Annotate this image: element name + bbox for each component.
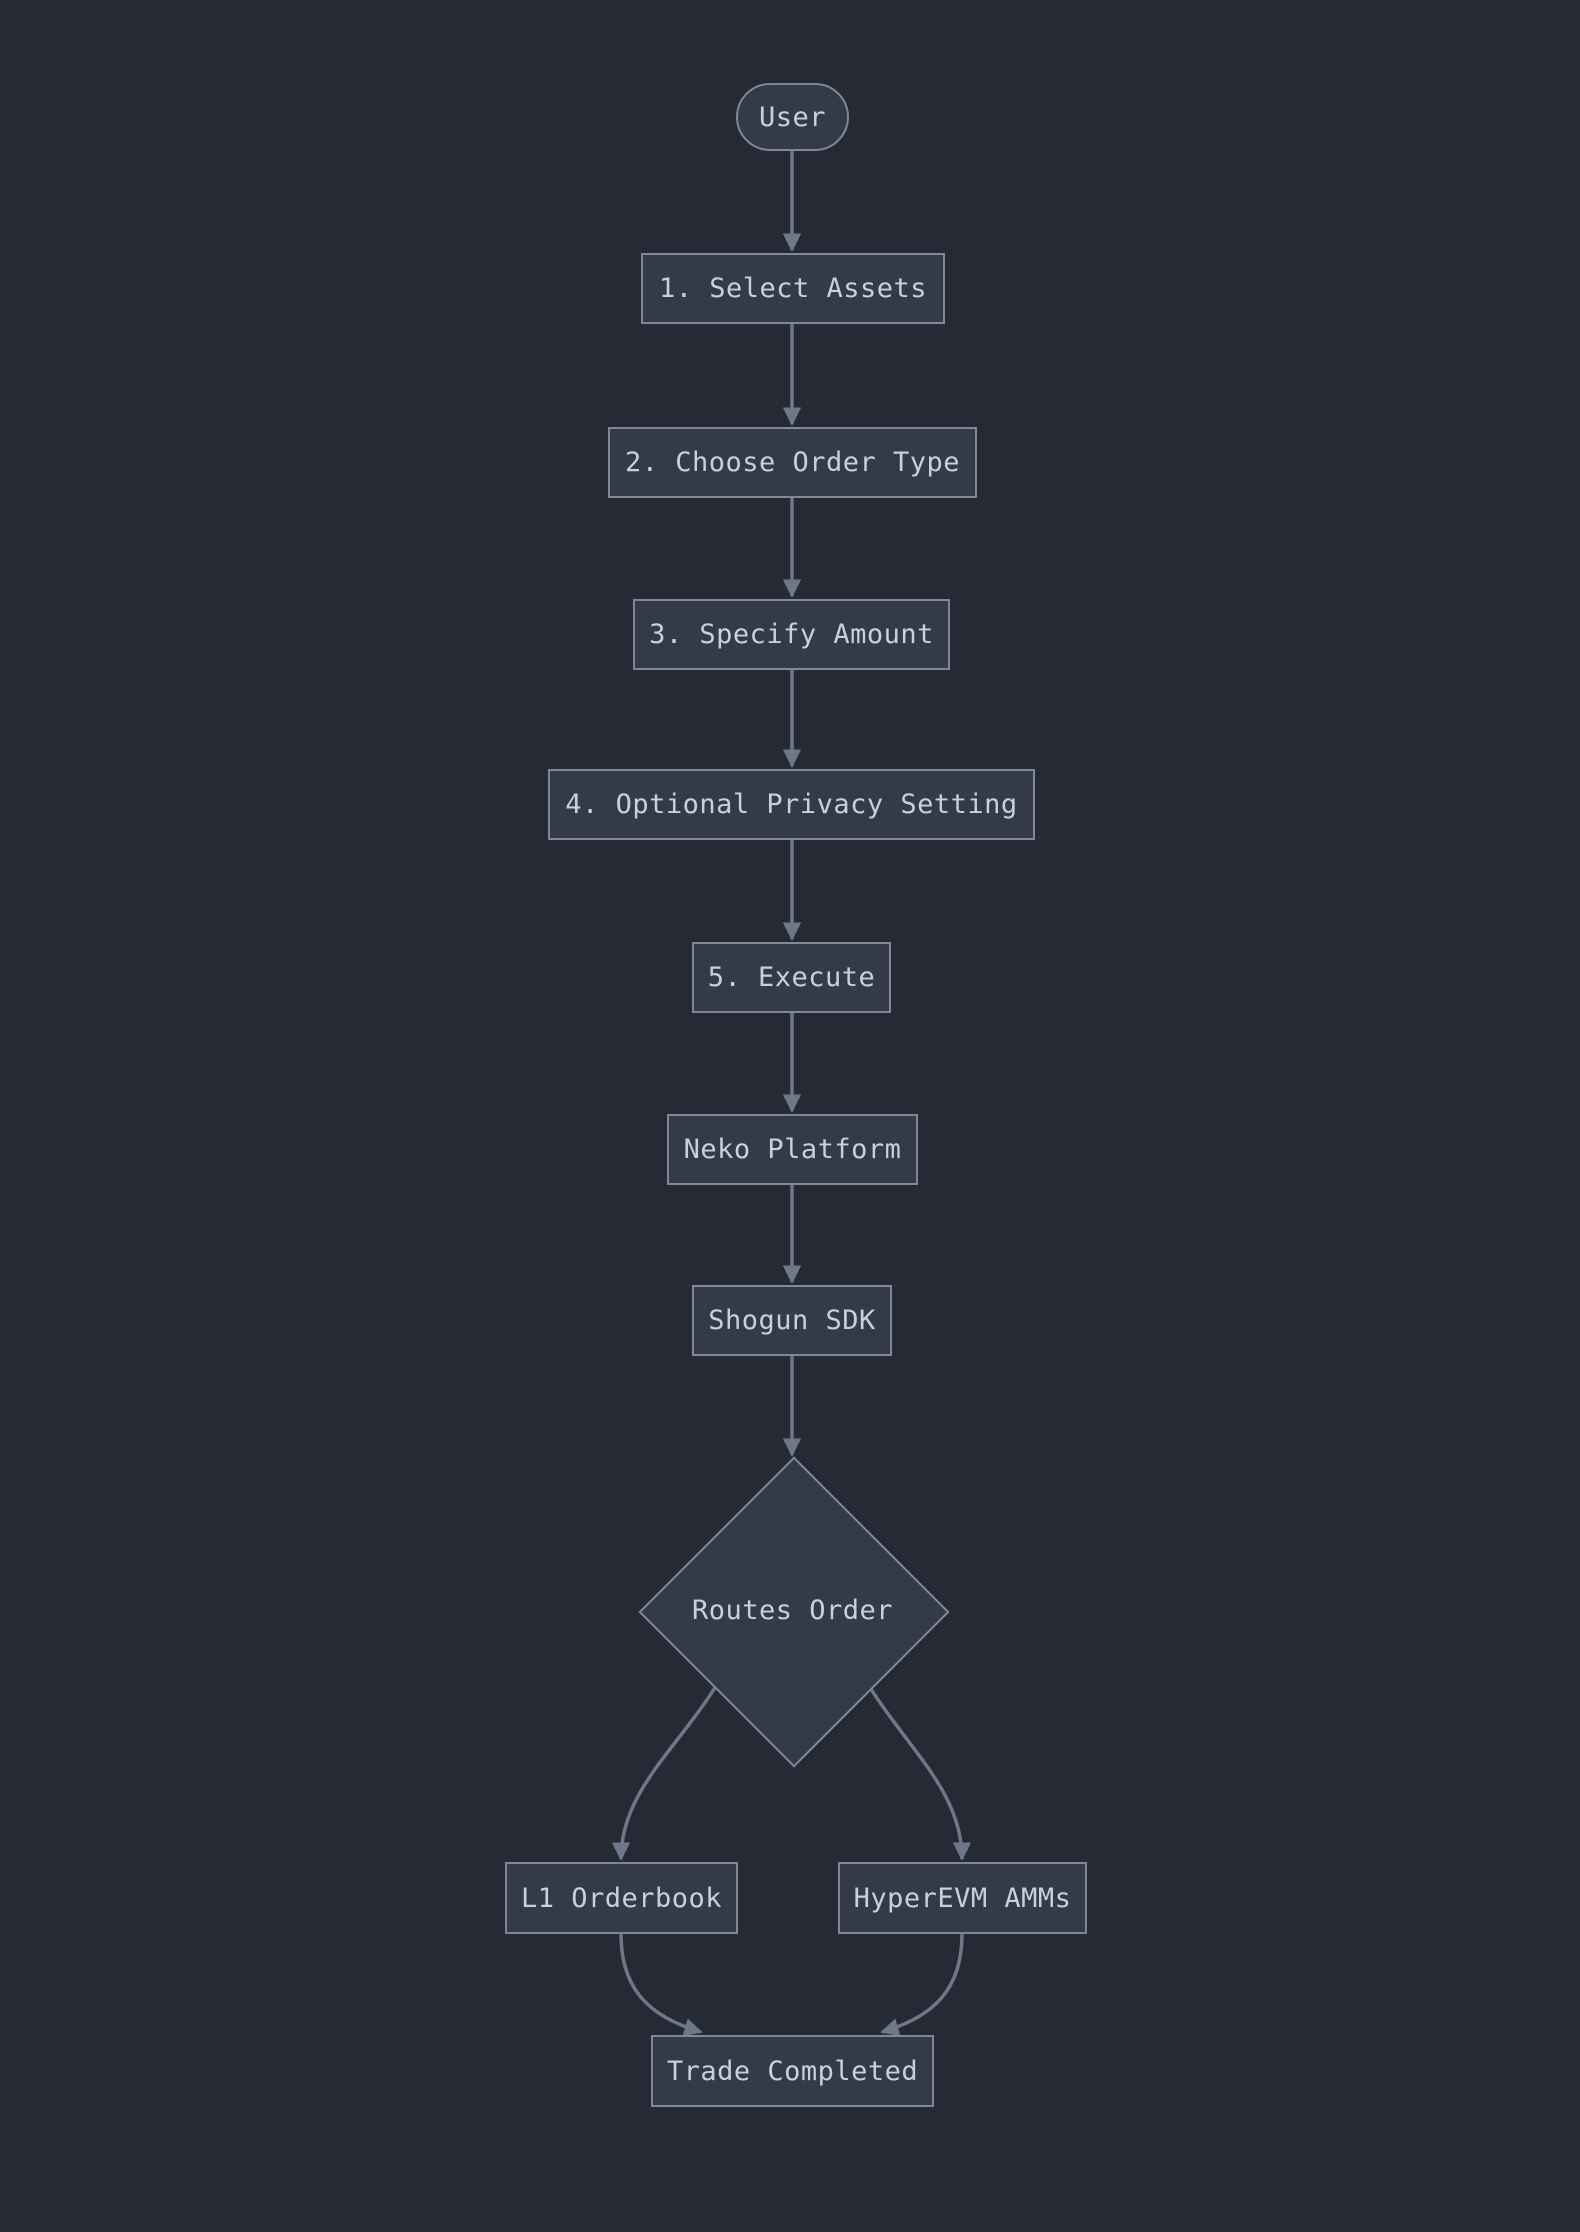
edge-routes-l1 xyxy=(611,1685,718,1861)
edge-routes-amms xyxy=(867,1685,972,1861)
node-routes-order-label: Routes Order xyxy=(691,1594,894,1626)
node-execute-label: 5. Execute xyxy=(707,962,876,993)
node-specify-amount: 3. Specify Amount xyxy=(633,599,950,670)
node-hyperevm-amms: HyperEVM AMMs xyxy=(838,1862,1087,1934)
node-select-assets: 1. Select Assets xyxy=(641,253,945,324)
node-trade-completed: Trade Completed xyxy=(651,2035,934,2107)
node-l1-orderbook-label: L1 Orderbook xyxy=(520,1882,723,1914)
node-hyperevm-amms-label: HyperEVM AMMs xyxy=(853,1882,1072,1914)
node-select-assets-label: 1. Select Assets xyxy=(658,273,928,304)
node-neko-platform-label: Neko Platform xyxy=(683,1134,902,1165)
node-l1-orderbook: L1 Orderbook xyxy=(505,1862,738,1934)
node-optional-privacy-setting: 4. Optional Privacy Setting xyxy=(548,769,1035,840)
node-specify-amount-label: 3. Specify Amount xyxy=(649,619,934,650)
node-user: User xyxy=(736,83,849,151)
edge-l1-done xyxy=(619,1933,703,2037)
node-trade-completed-label: Trade Completed xyxy=(666,2055,919,2087)
node-routes-order: Routes Order xyxy=(639,1576,946,1644)
node-execute: 5. Execute xyxy=(692,942,891,1013)
node-shogun-sdk-label: Shogun SDK xyxy=(708,1305,876,1336)
node-optional-privacy-setting-label: 4. Optional Privacy Setting xyxy=(565,789,1018,820)
edge-amms-done xyxy=(880,1933,964,2037)
node-user-label: User xyxy=(758,101,827,133)
node-choose-order-type-label: 2. Choose Order Type xyxy=(624,447,961,478)
node-shogun-sdk: Shogun SDK xyxy=(692,1285,892,1356)
node-neko-platform: Neko Platform xyxy=(667,1114,918,1185)
node-choose-order-type: 2. Choose Order Type xyxy=(608,427,977,498)
